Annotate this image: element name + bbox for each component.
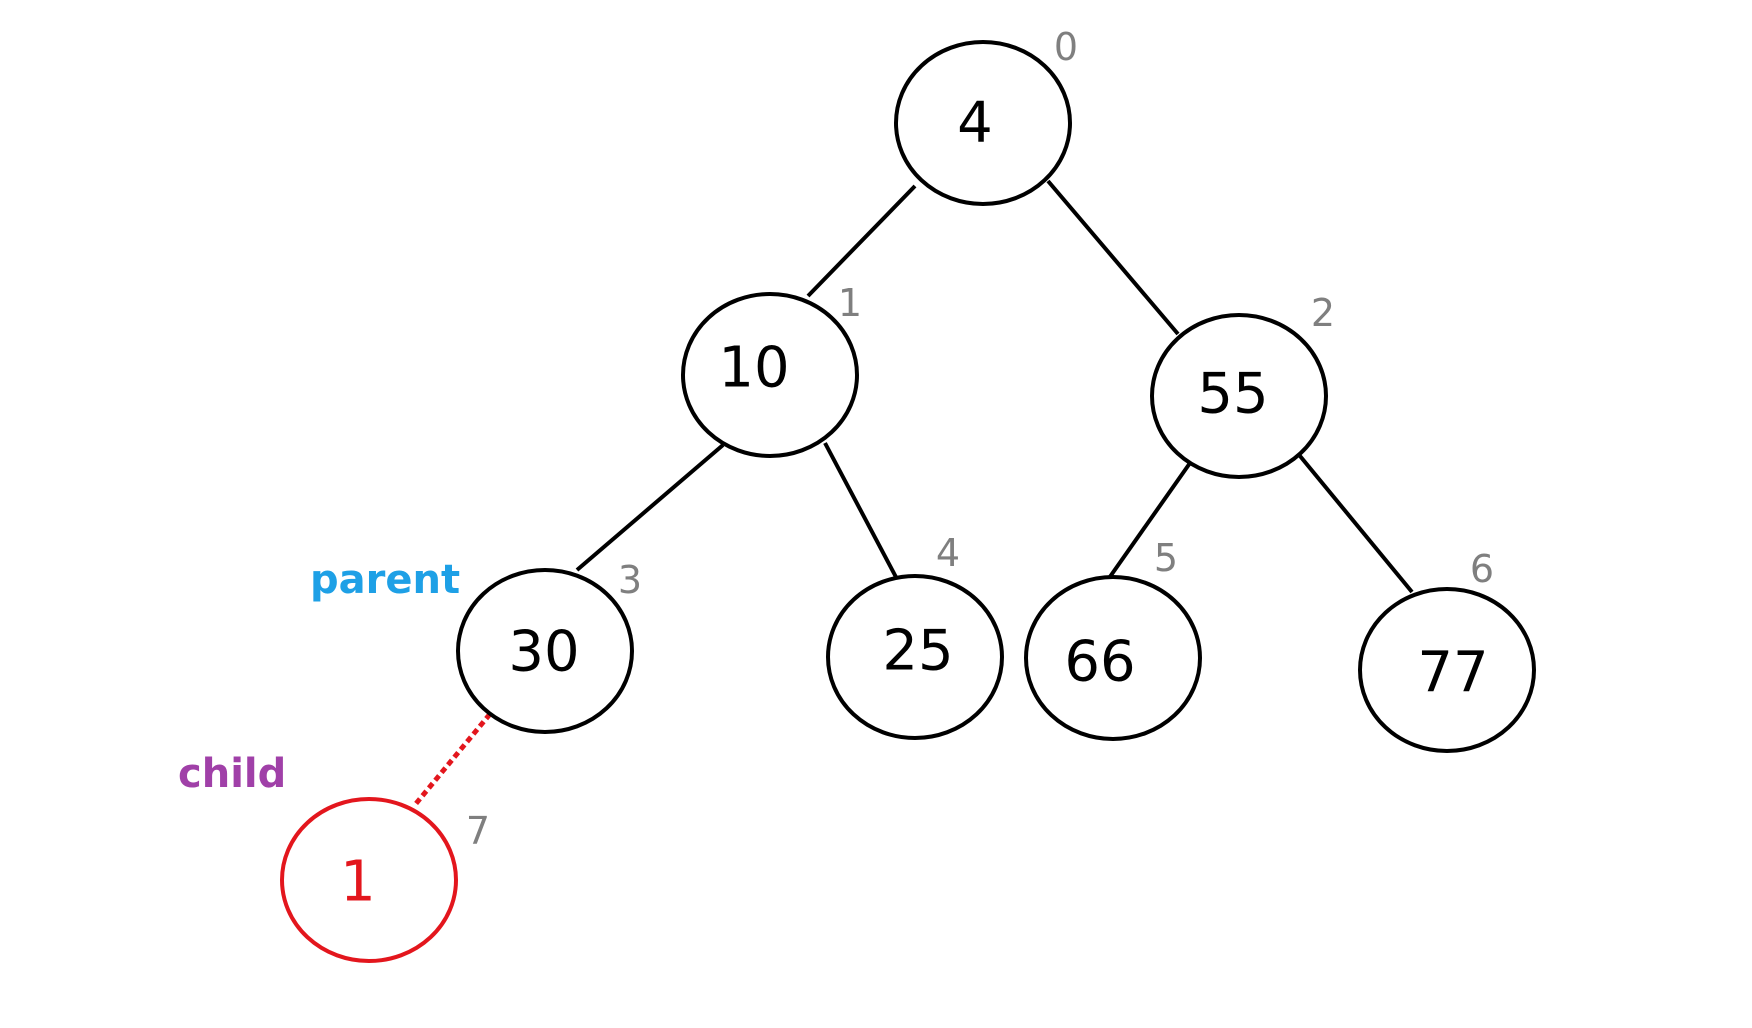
node-index-2: 2: [1311, 291, 1335, 335]
edge-0-1: [806, 184, 917, 298]
node-index-4: 4: [936, 531, 960, 575]
edge-0-2: [1046, 179, 1180, 336]
heap-node-6: 77: [1358, 587, 1536, 753]
heap-node-7-inserted: 1: [280, 797, 458, 963]
node-value-2: 55: [1197, 362, 1268, 427]
heap-node-3: 30: [456, 568, 634, 734]
node-value-6: 77: [1417, 641, 1488, 706]
node-value-3: 30: [508, 620, 579, 685]
node-value-7: 1: [340, 850, 376, 915]
heap-node-0: 4: [894, 40, 1072, 206]
node-index-1: 1: [838, 281, 862, 325]
node-value-4: 25: [882, 619, 953, 684]
node-value-0: 4: [957, 91, 993, 156]
node-value-5: 66: [1064, 630, 1135, 695]
edge-2-6: [1298, 454, 1414, 594]
parent-label: parent: [310, 557, 460, 603]
edge-1-3: [575, 443, 725, 572]
heap-node-1: 10: [681, 292, 859, 458]
node-index-6: 6: [1470, 547, 1494, 591]
heap-node-2: 55: [1150, 313, 1328, 479]
node-index-5: 5: [1154, 536, 1178, 580]
edge-2-5: [1105, 461, 1192, 583]
node-index-0: 0: [1054, 25, 1078, 69]
edge-3-7-inserted: [412, 712, 492, 808]
node-index-3: 3: [618, 558, 642, 602]
node-value-1: 10: [718, 336, 789, 401]
child-label: child: [178, 751, 286, 797]
node-index-7: 7: [466, 809, 490, 853]
heap-node-5: 66: [1024, 575, 1202, 741]
edge-1-4: [823, 442, 899, 580]
heap-node-4: 25: [826, 574, 1004, 740]
